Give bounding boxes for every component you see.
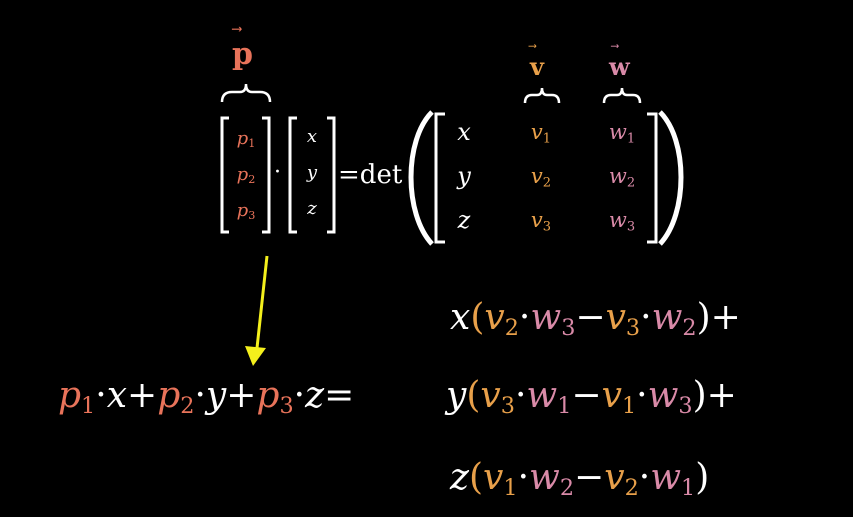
top-dot: · (274, 160, 281, 185)
w-vector-label: ⃗ w (609, 52, 630, 81)
det-paren-right (658, 110, 684, 246)
xyz-entry-z: z (307, 198, 317, 219)
yellow-arrow-line (255, 255, 269, 349)
p-entry-3: p3 (236, 200, 256, 223)
p-vector-label: ⃗ p (232, 37, 253, 72)
matrix-v1: v1 (530, 120, 552, 147)
p-entry-2: p2 (236, 164, 256, 187)
w-brace (602, 87, 642, 104)
v-vector-label: ⃗ v (530, 52, 544, 81)
yellow-arrow-head (245, 346, 266, 366)
rhs-row-3: z(v1·w2−v2·w1) (450, 457, 710, 502)
lhs-expression: p1·x+p2·y+p3·z= (58, 375, 355, 420)
v-brace (523, 87, 561, 104)
matrix-w2: w2 (608, 164, 636, 191)
xyz-entry-y: y (306, 162, 318, 183)
top-equals: =det (338, 160, 403, 190)
det-operator: det (359, 160, 403, 190)
p-entry-1: p1 (236, 128, 256, 151)
matrix-w3: w3 (608, 208, 636, 235)
xyz-bracket-right (327, 116, 336, 234)
rhs-row-2: y(v3·w1−v1·w3)+ (446, 375, 737, 420)
det-paren-left (408, 110, 434, 246)
matrix-x: x (457, 118, 471, 146)
rhs-row-1: x(v2·w3−v3·w2)+ (450, 297, 741, 342)
lhs-term-3: p3 (256, 375, 294, 420)
xyz-bracket-left (288, 116, 297, 234)
matrix-w1: w1 (608, 120, 636, 147)
xyz-entry-x: x (306, 126, 318, 147)
matrix-z: z (457, 206, 471, 234)
matrix-bracket-right (647, 112, 658, 244)
p-bracket-left (220, 116, 229, 234)
matrix-bracket-left (434, 112, 445, 244)
p-bracket-right (262, 116, 271, 234)
matrix-v2: v2 (530, 164, 552, 191)
lhs-term-1: p1 (58, 375, 96, 420)
matrix-y: y (457, 162, 471, 190)
p-brace (220, 83, 272, 103)
lhs-term-2: p2 (157, 375, 195, 420)
matrix-v3: v3 (530, 208, 552, 235)
